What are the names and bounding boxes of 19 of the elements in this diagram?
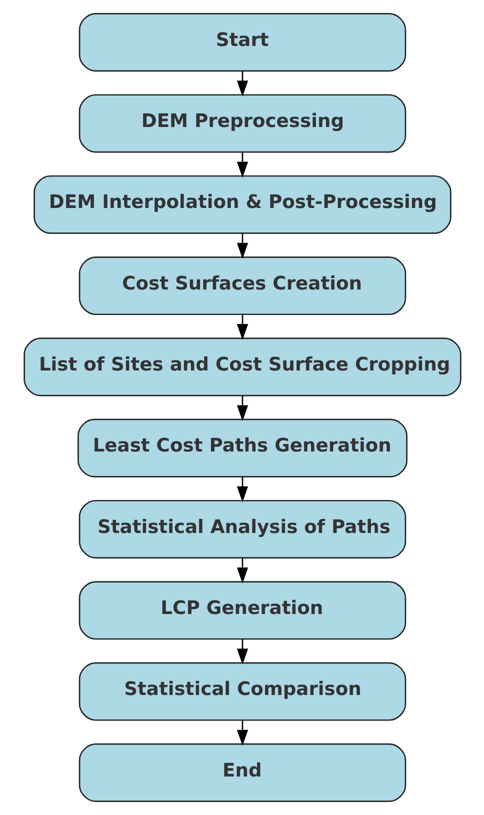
arrow: [236, 476, 248, 502]
arrow: [236, 720, 248, 746]
arrow: [236, 558, 248, 584]
node-box: LCP Generation: [78, 581, 406, 640]
node-box: List of Sites and Cost Surface Cropping: [23, 338, 461, 396]
node-box: End: [78, 743, 406, 802]
arrow: [236, 639, 248, 665]
node-box: Cost Surfaces Creation: [78, 256, 406, 316]
node-box: Start: [78, 13, 406, 72]
node-box: DEM Preprocessing: [78, 94, 406, 153]
arrow: [236, 396, 248, 422]
node-box: Least Cost Paths Generation: [77, 418, 407, 478]
node-box: Statistical Analysis of Paths: [78, 500, 406, 558]
node-box: DEM Interpolation & Post-Processing: [33, 175, 451, 234]
arrow: [236, 152, 248, 178]
node-box: Statistical Comparison: [78, 662, 406, 721]
arrow: [236, 233, 248, 259]
arrow: [236, 71, 248, 97]
arrow: [236, 314, 248, 340]
